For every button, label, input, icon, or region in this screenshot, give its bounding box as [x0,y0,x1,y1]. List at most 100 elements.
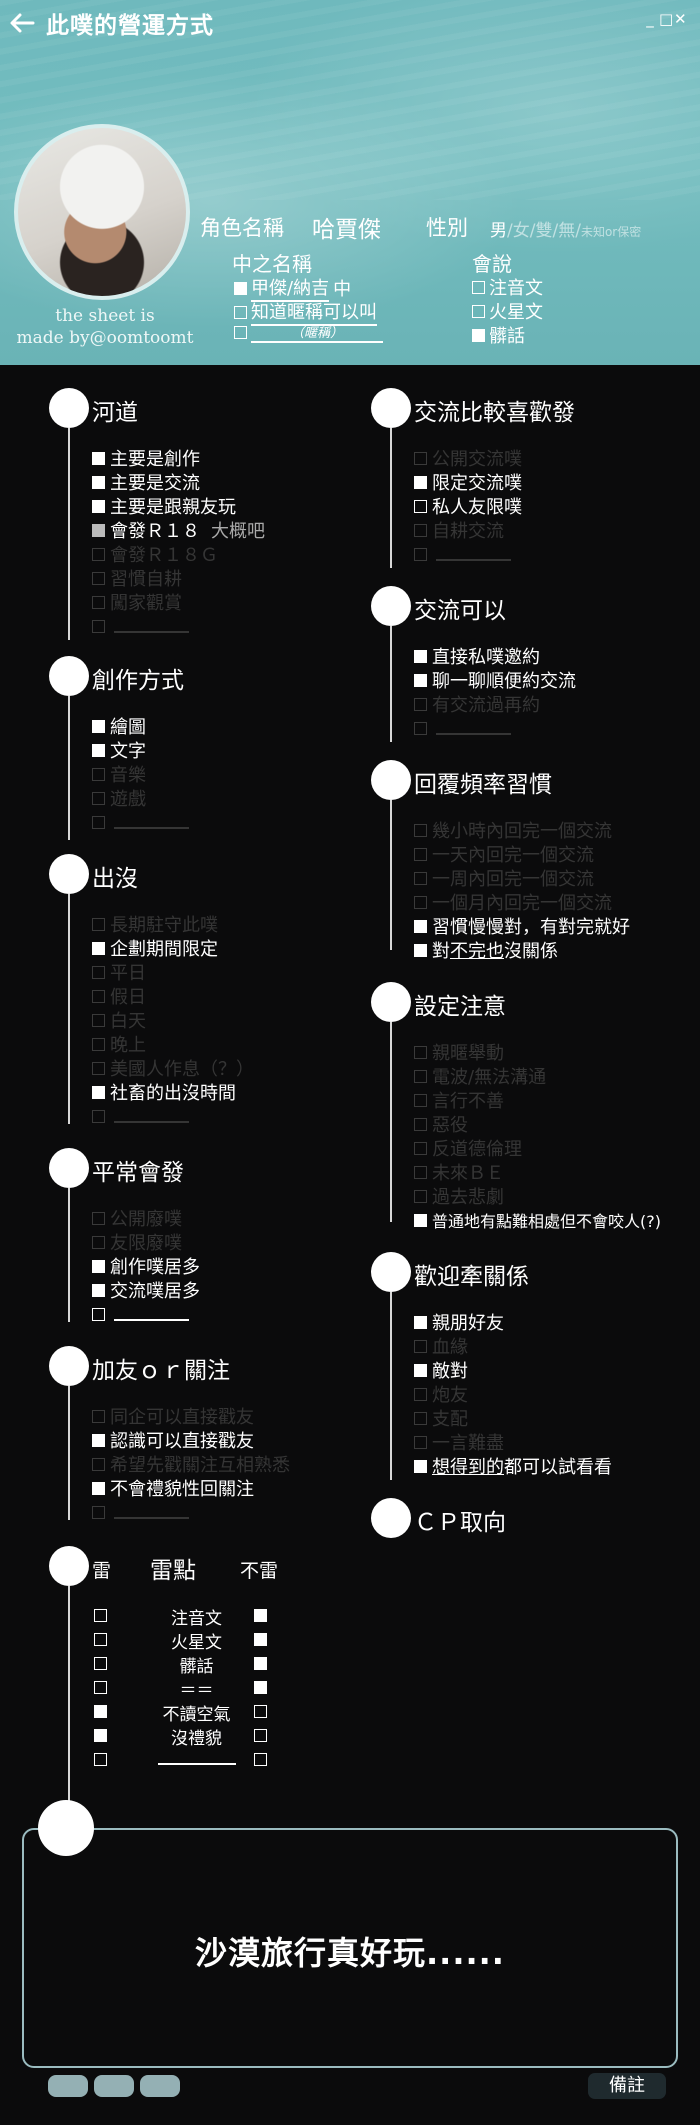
not-mine-checkbox[interactable] [254,1657,267,1670]
checkbox-item[interactable]: 交流噗居多 [92,1278,200,1302]
checkbox[interactable] [92,1283,105,1297]
checkbox-item[interactable]: 支配 [414,1406,612,1430]
checkbox-item[interactable]: 親朋好友 [414,1310,612,1334]
maximize-icon[interactable]: □ [659,10,674,28]
cn-name-option-1[interactable]: 甲傑/納吉 中 [234,274,351,302]
checkbox-item[interactable]: 認識可以直接戳友 [92,1428,290,1452]
checkbox[interactable] [414,1459,427,1473]
checkbox[interactable] [414,1189,427,1203]
checkbox[interactable] [92,1037,105,1051]
not-mine-checkbox[interactable] [254,1609,267,1622]
not-mine-checkbox[interactable] [254,1729,267,1742]
checkbox-item[interactable]: 希望先戳關注互相熟悉 [92,1452,290,1476]
not-mine-checkbox[interactable] [254,1705,267,1718]
mine-checkbox[interactable] [94,1609,107,1622]
checkbox-item[interactable] [92,1302,200,1326]
checkbox-item[interactable]: 白天 [92,1008,254,1032]
checkbox[interactable] [92,499,105,513]
checkbox-item[interactable] [92,1104,254,1128]
checkbox-item[interactable]: 幾小時內回完一個交流 [414,818,630,842]
checkbox-item[interactable]: 社畜的出沒時間 [92,1080,254,1104]
checkbox-item[interactable]: 美國人作息（？） [92,1056,254,1080]
checkbox[interactable] [414,547,427,561]
checkbox[interactable] [414,1213,427,1227]
checkbox[interactable] [92,1085,105,1099]
checkbox[interactable] [414,823,427,837]
checkbox[interactable] [414,1045,427,1059]
checkbox[interactable] [92,547,105,561]
checkbox-item[interactable]: 闖家觀賞 [92,590,265,614]
checkbox[interactable] [414,673,427,687]
checkbox-item[interactable]: 想得到的都可以試看看 [414,1454,612,1478]
checkbox[interactable] [414,1069,427,1083]
checkbox-item[interactable]: 主要是創作 [92,446,265,470]
mine-checkbox[interactable] [94,1681,107,1694]
checkbox-item[interactable]: 主要是跟親友玩 [92,494,265,518]
gender-unknown[interactable]: 未知or保密 [580,225,642,239]
checkbox-item[interactable] [92,810,189,834]
checkbox-item[interactable]: 普通地有點難相處但不會咬人(?) [414,1208,661,1232]
checkbox-item[interactable]: 言行不善 [414,1088,661,1112]
checkbox-item[interactable]: 炮友 [414,1382,612,1406]
checkbox-item[interactable] [92,1500,290,1524]
speak-option-1[interactable]: 注音文 [472,274,543,300]
checkbox[interactable] [234,326,247,339]
checkbox[interactable] [92,475,105,489]
checkbox-item[interactable]: 過去悲劇 [414,1184,661,1208]
checkbox-item[interactable]: 聊一聊順便約交流 [414,668,576,692]
checkbox[interactable] [92,595,105,609]
checkbox[interactable] [414,1339,427,1353]
checkbox[interactable] [92,1109,105,1123]
checkbox[interactable] [92,791,105,805]
checkbox[interactable] [414,1411,427,1425]
checkbox-item[interactable]: 公開廢噗 [92,1206,200,1230]
checkbox[interactable] [92,917,105,931]
minimize-icon[interactable]: _ [646,10,654,28]
checkbox[interactable] [414,499,427,513]
checkbox-item[interactable]: 血緣 [414,1334,612,1358]
checkbox-item[interactable]: 晚上 [92,1032,254,1056]
checkbox[interactable] [92,965,105,979]
close-icon[interactable]: ✕ [674,10,687,28]
mine-checkbox[interactable] [94,1753,107,1766]
checkbox-item[interactable]: 平日 [92,960,254,984]
checkbox[interactable] [92,571,105,585]
checkbox[interactable] [414,697,427,711]
checkbox[interactable] [92,523,105,537]
gender-male[interactable]: 男 [490,221,507,241]
checkbox-item[interactable]: 長期駐守此噗 [92,912,254,936]
checkbox-item[interactable]: 會發Ｒ１８Ｇ [92,542,265,566]
checkbox[interactable] [92,1505,105,1519]
speak-option-2[interactable]: 火星文 [472,298,543,324]
checkbox[interactable] [92,619,105,633]
checkbox[interactable] [414,1387,427,1401]
checkbox[interactable] [92,1457,105,1471]
checkbox-item[interactable]: 同企可以直接戳友 [92,1404,290,1428]
checkbox[interactable] [92,941,105,955]
checkbox[interactable] [414,847,427,861]
checkbox-item[interactable]: 一言難盡 [414,1430,612,1454]
checkbox[interactable] [92,1211,105,1225]
checkbox-item[interactable]: 公開交流噗 [414,446,522,470]
checkbox[interactable] [92,1013,105,1027]
checkbox[interactable] [92,1481,105,1495]
checkbox[interactable] [414,1141,427,1155]
checkbox[interactable] [414,919,427,933]
checkbox-item[interactable]: 假日 [92,984,254,1008]
checkbox-item[interactable]: 有交流過再約 [414,692,576,716]
checkbox-item[interactable]: 未來ＢＥ [414,1160,661,1184]
mine-checkbox[interactable] [94,1729,107,1742]
checkbox[interactable] [414,1117,427,1131]
tab-pill-2[interactable] [94,2075,134,2097]
checkbox[interactable] [414,523,427,537]
checkbox-item[interactable] [414,542,522,566]
checkbox[interactable] [92,451,105,465]
checkbox-item[interactable]: 習慣自耕 [92,566,265,590]
checkbox[interactable] [234,305,247,319]
checkbox-item[interactable]: 友限廢噗 [92,1230,200,1254]
checkbox-item[interactable]: 習慣慢慢對，有對完就好 [414,914,630,938]
checkbox-item[interactable]: 自耕交流 [414,518,522,542]
checkbox[interactable] [414,1363,427,1377]
checkbox[interactable] [92,1061,105,1075]
checkbox[interactable] [92,719,105,733]
